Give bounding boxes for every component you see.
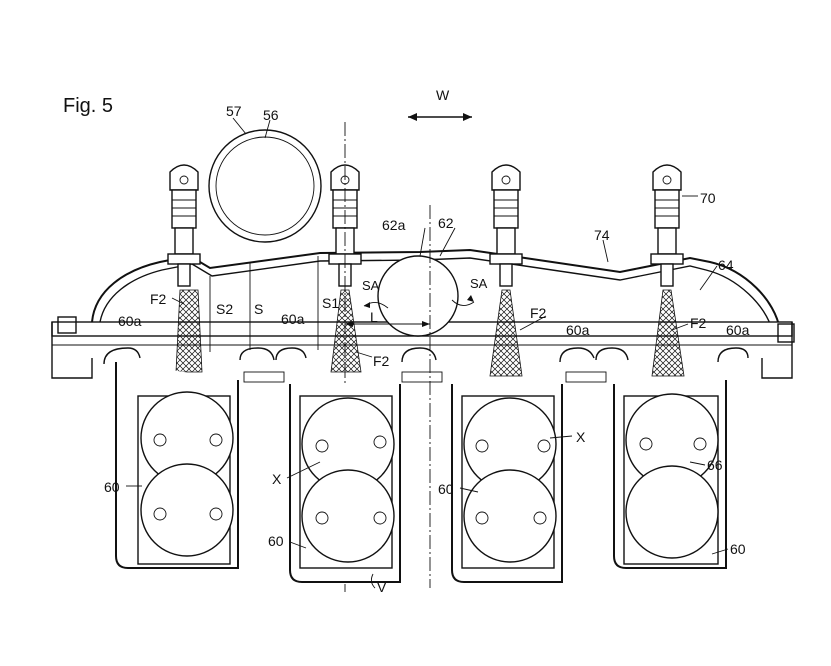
label-f2-1: F2 [150,291,167,307]
label-60a-1: 60a [118,313,142,329]
throttle-body-4 [613,380,727,569]
label-60-3: 60 [438,481,454,497]
label-s: S [254,301,263,317]
label-66: 66 [707,457,723,473]
injector-1 [167,164,201,287]
label-57: 57 [226,103,242,119]
injector-4 [650,164,684,287]
pipe-62 [377,255,459,337]
label-l: L [370,309,378,325]
throttle-body-2 [289,384,401,583]
spray-cone-1 [175,289,203,373]
spray-cone-4 [651,289,685,377]
label-74: 74 [594,227,610,243]
pipe-56 [208,117,322,243]
label-sa-right: SA [470,276,488,291]
injector-3 [489,164,523,287]
label-60a-3: 60a [566,322,590,338]
label-f2-2: F2 [373,353,390,369]
figure-title: Fig. 5 [63,95,113,117]
label-x-2: X [576,429,586,445]
label-s2: S2 [216,301,233,317]
spray-cone-2 [330,289,362,373]
label-60a-4: 60a [726,322,750,338]
label-70: 70 [700,190,716,206]
clip-row [103,347,749,383]
label-60-2: 60 [268,533,284,549]
label-60a-2: 60a [281,311,305,327]
label-64: 64 [718,257,734,273]
label-f2-3: F2 [530,305,547,321]
throttle-body-1 [115,362,239,569]
w-direction-arrow: W [408,87,472,121]
label-w: W [436,87,450,103]
label-s1: S1 [322,295,339,311]
cover-64 [91,248,781,331]
label-60-1: 60 [104,479,120,495]
label-sa-left: SA [362,278,380,293]
label-62a: 62a [382,217,406,233]
spray-cone-3 [489,289,523,377]
leader-lines [126,195,729,589]
label-60-4: 60 [730,541,746,557]
throttle-body-3 [451,384,563,583]
label-62: 62 [438,215,454,231]
label-v: V [377,579,387,595]
label-x-1: X [272,471,282,487]
label-f2-4: F2 [690,315,707,331]
label-56: 56 [263,107,279,123]
dimension-lines [209,256,475,352]
